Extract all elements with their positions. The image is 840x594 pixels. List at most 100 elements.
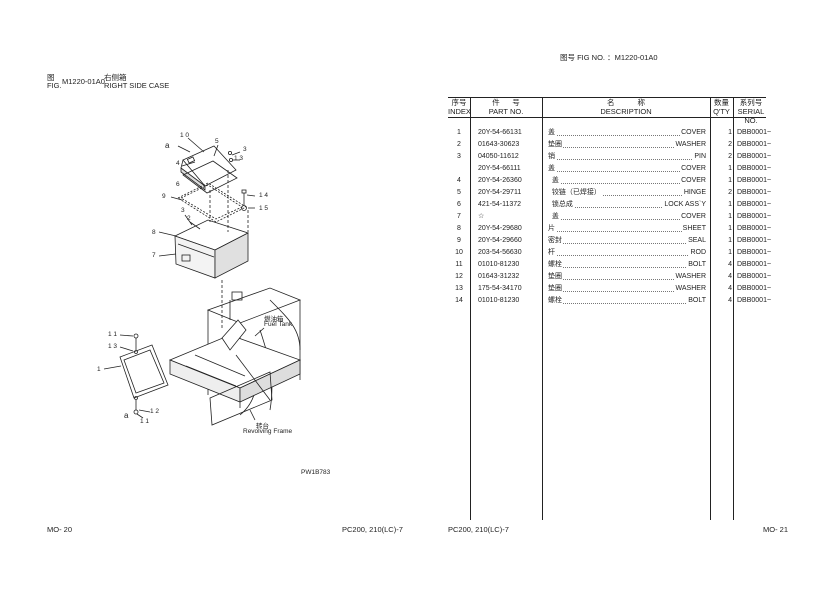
row-index: 11 xyxy=(455,261,463,268)
header-qty-cn: 数量 xyxy=(714,98,729,107)
callout-8: 8 xyxy=(152,229,156,236)
row-desc-en: COVER xyxy=(680,127,706,139)
header-serial-en: SERIAL NO. xyxy=(737,107,765,125)
row-qty: 4 xyxy=(728,273,732,280)
row-desc-en: WASHER xyxy=(674,139,706,151)
header-description: 名 称 DESCRIPTION xyxy=(542,98,710,116)
row-serial: DBB0001~ xyxy=(737,237,772,244)
fig-number: M1220-01A0 xyxy=(62,77,105,86)
callout-11-bottom: 1 1 xyxy=(140,418,150,425)
callout-a-bottom: a xyxy=(124,411,129,420)
header-desc-en: DESCRIPTION xyxy=(600,107,652,116)
row-index: 12 xyxy=(455,273,463,280)
row-desc-en: LOCK ASS`Y xyxy=(663,199,706,211)
row-desc-en: ROD xyxy=(689,247,706,259)
row-desc-cn: 垫圈 xyxy=(548,271,563,283)
fuel-tank-label-en: Fuel Tank xyxy=(264,321,293,328)
row-desc-cn: 杆 xyxy=(548,247,556,259)
callout-12: 1 2 xyxy=(150,408,160,415)
row-desc-en: SHEET xyxy=(681,223,706,235)
header-index-cn: 序号 xyxy=(451,98,467,107)
row-qty: 1 xyxy=(728,129,732,136)
row-part-no: 175-54-34170 xyxy=(478,285,522,292)
row-desc-en: COVER xyxy=(680,175,706,187)
fuel-tank-label-cn: 燃油箱 xyxy=(264,316,284,323)
callout-5: 5 xyxy=(215,138,219,145)
row-part-no: 01643-30623 xyxy=(478,141,520,148)
row-qty: 4 xyxy=(728,285,732,292)
page-number-left: MO- 20 xyxy=(47,525,73,534)
row-part-no: 20Y-54-26360 xyxy=(478,177,522,184)
callout-3: 3 xyxy=(243,146,247,153)
row-serial: DBB0001~ xyxy=(737,273,772,280)
figure-title-en: RIGHT SIDE CASE xyxy=(104,81,170,90)
row-qty: 1 xyxy=(728,177,732,184)
row-index: 1 xyxy=(457,129,461,136)
callout-14: 1 4 xyxy=(259,192,269,199)
row-desc-cn: 铰链（已焊接） xyxy=(548,187,602,199)
row-part-no: 01643-31232 xyxy=(478,273,520,280)
row-qty: 1 xyxy=(728,165,732,172)
row-part-no: 20Y-54-66111 xyxy=(478,165,521,172)
row-desc-en: SEAL xyxy=(687,235,706,247)
row-qty: 1 xyxy=(728,213,732,220)
row-part-no: 04050-11612 xyxy=(478,153,519,160)
header-part-en: PART NO. xyxy=(488,107,524,116)
header-qty-en: Q'TY xyxy=(713,107,730,116)
row-qty: 1 xyxy=(728,201,732,208)
model-footer-right: PC200, 210(LC)-7 xyxy=(448,525,509,534)
row-desc-cn: 锁总成 xyxy=(548,199,574,211)
row-qty: 4 xyxy=(728,297,732,304)
callout-9: 9 xyxy=(162,193,166,200)
row-qty: 2 xyxy=(728,153,732,160)
row-serial: DBB0001~ xyxy=(737,297,772,304)
row-serial: DBB0001~ xyxy=(737,225,772,232)
row-desc-cn: 螺栓 xyxy=(548,259,563,271)
row-desc-cn: 盖 xyxy=(548,163,556,175)
model-footer-left: PC200, 210(LC)-7 xyxy=(342,525,403,534)
row-index: 7 xyxy=(457,213,461,220)
row-serial: DBB0001~ xyxy=(737,261,772,268)
callout-10: 1 0 xyxy=(180,132,190,139)
row-qty: 2 xyxy=(728,141,732,148)
callout-a-top: a xyxy=(165,141,170,150)
row-desc-en: HINGE xyxy=(682,187,706,199)
table-top-rule xyxy=(448,97,766,98)
row-part-no: 20Y-54-29660 xyxy=(478,237,522,244)
row-part-no: ☆ xyxy=(478,213,485,220)
header-part-cn: 件 号 xyxy=(492,98,520,107)
callout-2: 2 xyxy=(187,215,191,222)
row-description: 锁总成 LOCK ASS`Y xyxy=(548,199,706,211)
header-part: 件 号 PART NO. xyxy=(470,98,542,116)
row-desc-cn: 垫圈 xyxy=(548,283,563,295)
col-divider xyxy=(470,97,471,520)
col-divider xyxy=(542,97,543,520)
row-serial: DBB0001~ xyxy=(737,153,772,160)
callout-3b: 3 xyxy=(181,207,185,214)
row-index: 13 xyxy=(455,285,463,292)
row-desc-en: WASHER xyxy=(674,271,706,283)
row-serial: DBB0001~ xyxy=(737,129,772,136)
row-part-no: 01010-81230 xyxy=(478,261,520,268)
callout-4: 4 xyxy=(176,160,180,167)
row-description: 垫圈 WASHER xyxy=(548,271,706,283)
row-index: 2 xyxy=(457,141,461,148)
table-header-rule xyxy=(448,117,766,118)
row-desc-cn: 螺栓 xyxy=(548,295,563,307)
callout-15: 1 5 xyxy=(259,205,269,212)
row-index: 9 xyxy=(457,237,461,244)
